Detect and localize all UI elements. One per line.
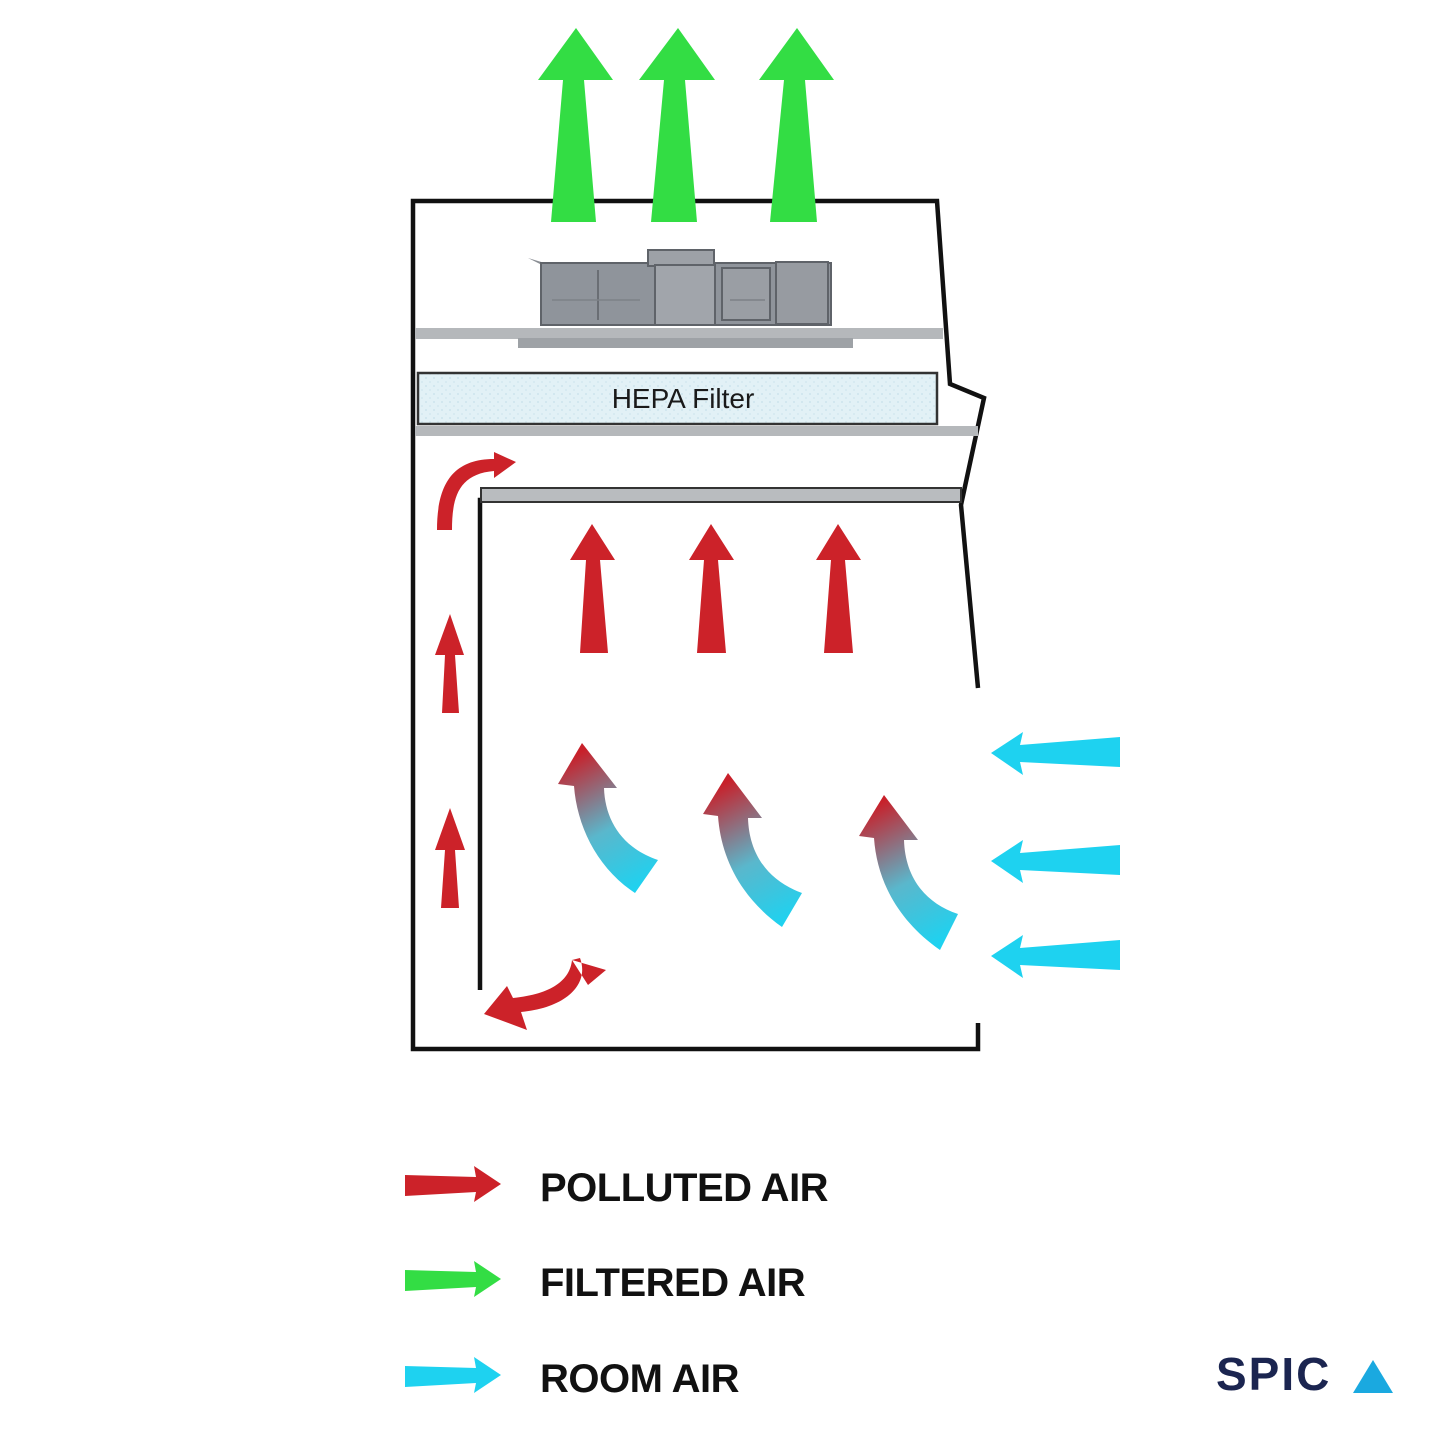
red-up-arrow: [816, 524, 861, 653]
legend-swatches: [405, 1166, 501, 1393]
cyan-intake-arrow: [991, 840, 1120, 883]
filtered-air-exhaust-arrows: [538, 28, 834, 222]
legend-filtered-air-label: FILTERED AIR: [540, 1261, 806, 1305]
brand-logo-text: SPIC: [1216, 1348, 1332, 1400]
red-plenum-arrow: [435, 808, 465, 908]
legend-room-arrow-icon: [405, 1357, 501, 1393]
mixed-curved-arrow: [703, 773, 802, 927]
red-curved-floor-arrow: [484, 958, 606, 1030]
green-exhaust-arrow: [759, 28, 834, 222]
plenum-air-arrows: [435, 452, 606, 1030]
red-plenum-arrow: [435, 614, 464, 713]
polluted-air-arrows: [570, 524, 861, 653]
mixed-curved-arrow: [558, 743, 658, 893]
mixed-curved-arrow: [859, 795, 958, 950]
green-exhaust-arrow: [639, 28, 715, 222]
brand-logo: SPICA: [1216, 1351, 1367, 1397]
cyan-intake-arrow: [991, 935, 1120, 978]
cabinet-body: [410, 198, 987, 1052]
legend-filtered-arrow-icon: [405, 1261, 501, 1297]
red-curved-plenum-arrow: [437, 452, 516, 530]
green-exhaust-arrow: [538, 28, 613, 222]
legend-room-air-label: ROOM AIR: [540, 1357, 739, 1401]
legend-polluted-air-label: POLLUTED AIR: [540, 1166, 829, 1210]
inner-chamber-wall: [477, 497, 962, 990]
red-up-arrow: [570, 524, 615, 653]
intake-mixing-arrows: [558, 743, 958, 950]
room-air-intake-arrows: [991, 732, 1120, 978]
red-up-arrow: [689, 524, 734, 653]
cyan-intake-arrow: [991, 732, 1120, 775]
blower-fan-icon: [415, 249, 943, 348]
brand-logo-triangle-icon: [1353, 1360, 1393, 1393]
hepa-filter: HEPA Filter: [415, 371, 978, 436]
legend-polluted-arrow-icon: [405, 1166, 501, 1202]
work-surface-plate: [480, 487, 962, 503]
hepa-filter-label: HEPA Filter: [612, 383, 755, 414]
